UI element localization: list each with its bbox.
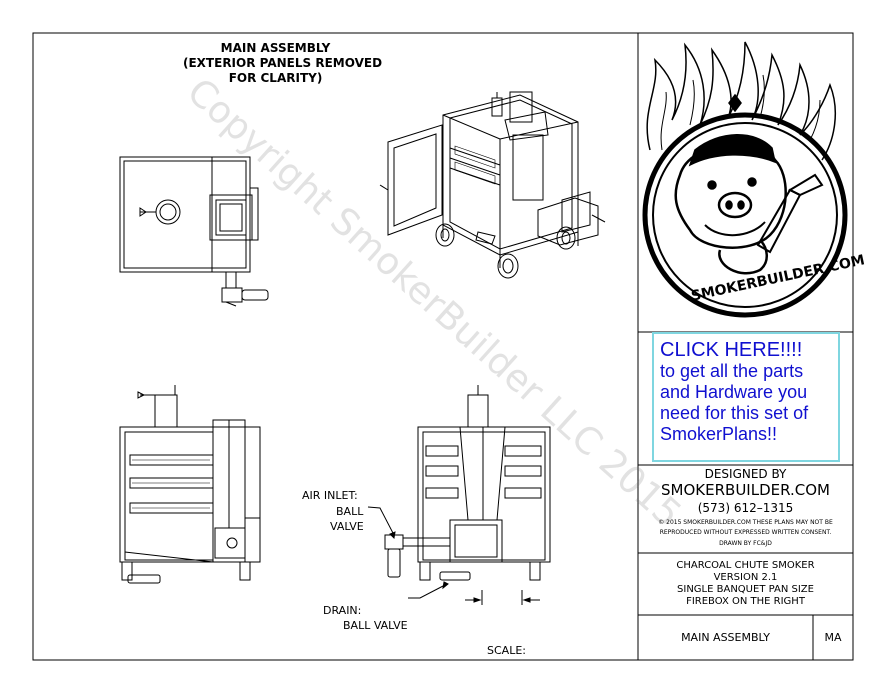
- callout-air-inlet-1: AIR INLET:: [302, 489, 358, 502]
- scale-label: SCALE:: [487, 644, 526, 657]
- promo-line-5: SmokerPlans!!: [660, 424, 778, 444]
- designed-by-label: DESIGNED BY: [704, 467, 787, 481]
- sheet-code: MA: [824, 631, 842, 644]
- product-line-3: SINGLE BANQUET PAN SIZE: [677, 584, 814, 595]
- copyright-line-2: REPRODUCED WITHOUT EXPRESSED WRITTEN CON…: [659, 529, 832, 536]
- promo-line-1: CLICK HERE!!!!: [660, 339, 803, 361]
- product-line-1: CHARCOAL CHUTE SMOKER: [676, 560, 815, 571]
- promo-line-3: and Hardware you: [660, 382, 808, 402]
- callout-drain-1: DRAIN:: [323, 604, 362, 617]
- parts-hardware-link[interactable]: CLICK HERE!!!! to get all the parts and …: [652, 332, 840, 462]
- sheet-border: [32, 32, 854, 661]
- side-view: [384, 385, 551, 605]
- callout-drain-2: BALL VALVE: [343, 619, 408, 632]
- callout-air-inlet-3: VALVE: [330, 520, 364, 533]
- copyright-line-1: © 2015 SMOKERBUILDER.COM THESE PLANS MAY…: [658, 519, 833, 526]
- callout-air-inlet-2: BALL: [336, 505, 364, 518]
- callout-leaders: [367, 506, 449, 599]
- smokerbuilder-logo: [642, 41, 848, 318]
- promo-line-2: to get all the parts: [660, 361, 804, 381]
- isometric-view: [379, 91, 606, 279]
- drawing-title-1: MAIN ASSEMBLY: [220, 41, 331, 55]
- designer-phone: (573) 612–1315: [697, 501, 794, 515]
- product-line-4: FIREBOX ON THE RIGHT: [686, 596, 805, 607]
- sheet-name: MAIN ASSEMBLY: [681, 631, 770, 644]
- promo-line-4: need for this set of: [660, 403, 809, 423]
- designer-company: SMOKERBUILDER.COM: [661, 481, 830, 499]
- drawing-title-3: FOR CLARITY): [228, 71, 323, 85]
- top-view: [119, 156, 269, 307]
- drawn-by: DRAWN BY FC&JD: [719, 540, 772, 547]
- front-view: [119, 385, 261, 584]
- drawing-title-2: (EXTERIOR PANELS REMOVED: [183, 56, 383, 70]
- product-line-2: VERSION 2.1: [713, 572, 778, 583]
